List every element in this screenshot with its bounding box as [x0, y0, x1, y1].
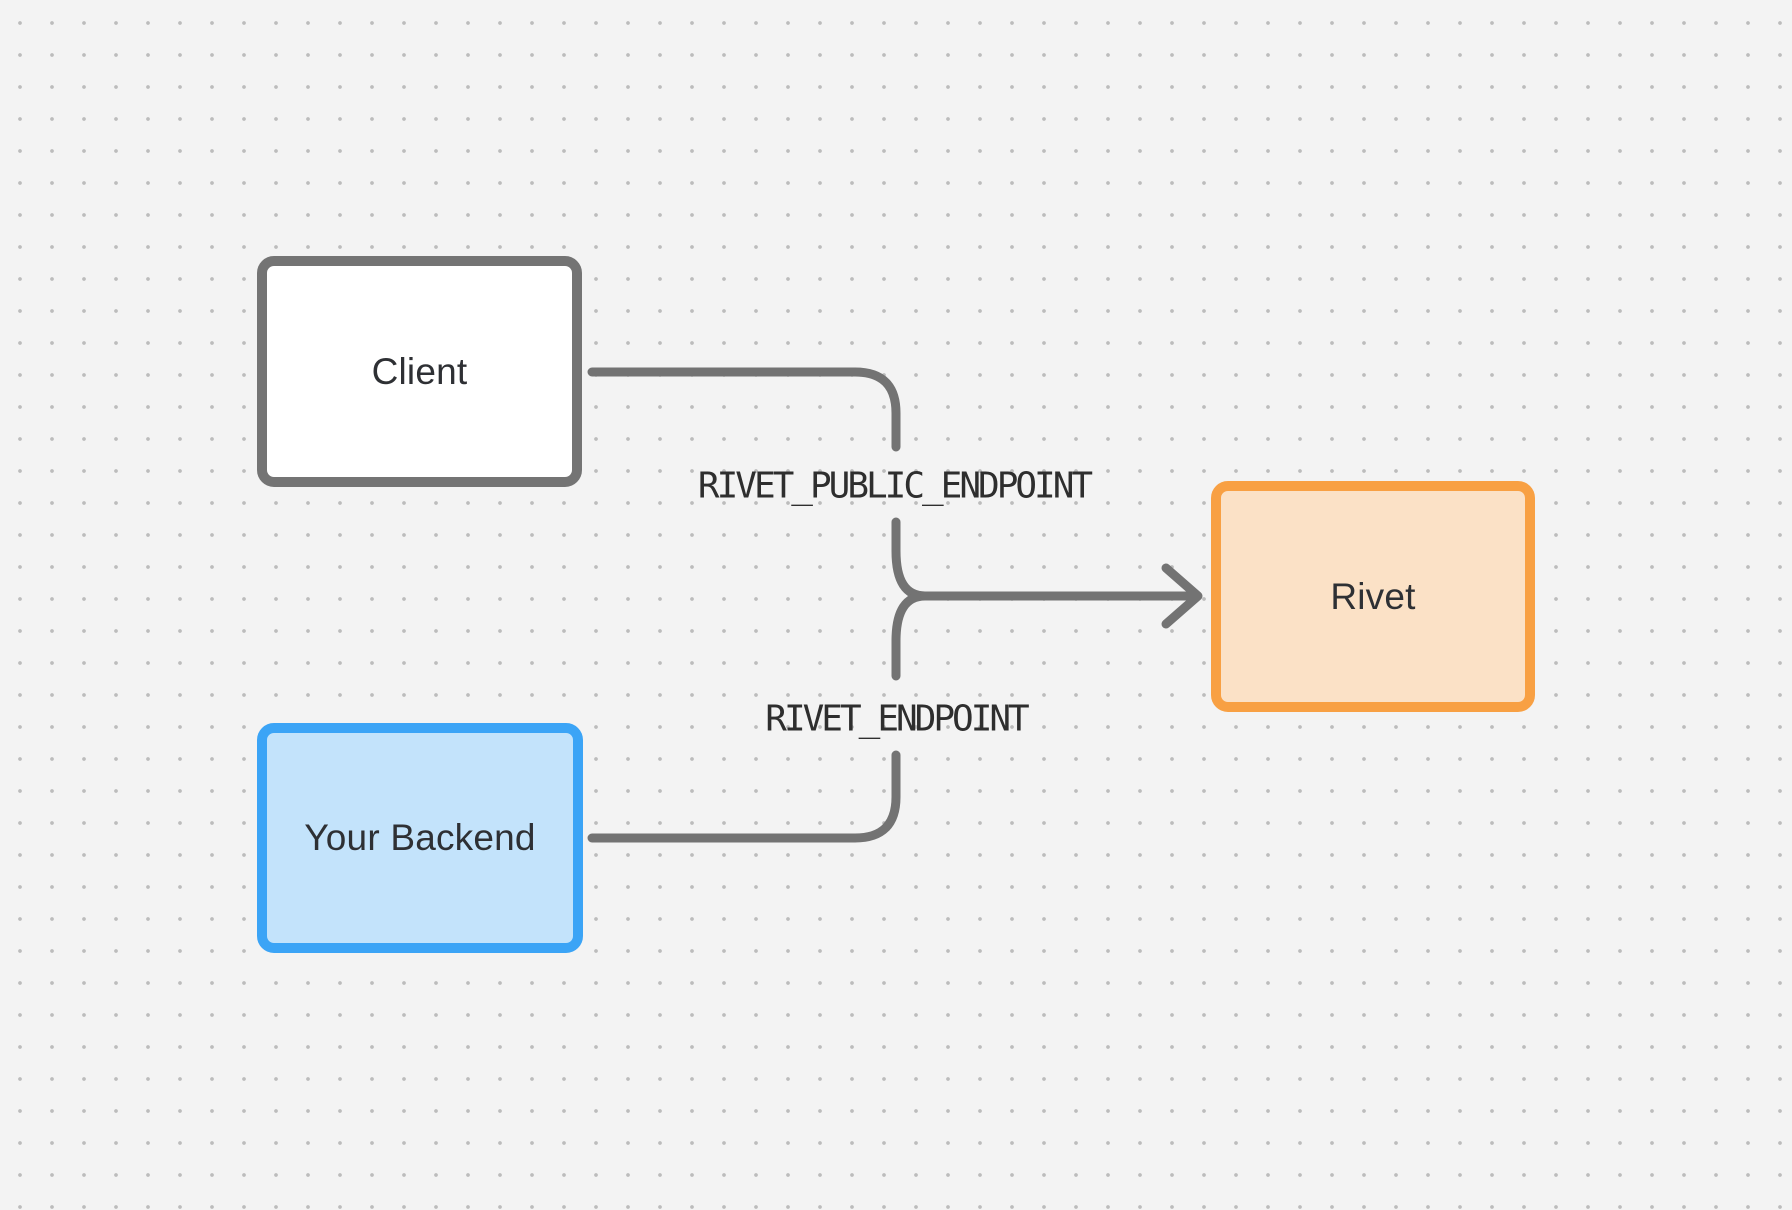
arrowhead-icon [1161, 563, 1203, 629]
your-backend-node: Your Backend [257, 723, 583, 953]
rivet-node-label: Rivet [1330, 575, 1416, 617]
edge-client-merge-segment [891, 517, 930, 601]
client-node-label: Client [371, 350, 468, 392]
edge-client-segment [587, 367, 901, 452]
edge-label-rivet-endpoint: RIVET_ENDPOINT [765, 698, 1029, 740]
edge-backend-segment [587, 750, 901, 843]
your-backend-node-label: Your Backend [304, 817, 536, 858]
edge-backend-merge-segment [891, 591, 930, 681]
rivet-node: Rivet [1211, 481, 1535, 712]
edge-label-rivet-public-endpoint: RIVET_PUBLIC_ENDPOINT [697, 465, 1093, 507]
client-node: Client [257, 256, 582, 487]
